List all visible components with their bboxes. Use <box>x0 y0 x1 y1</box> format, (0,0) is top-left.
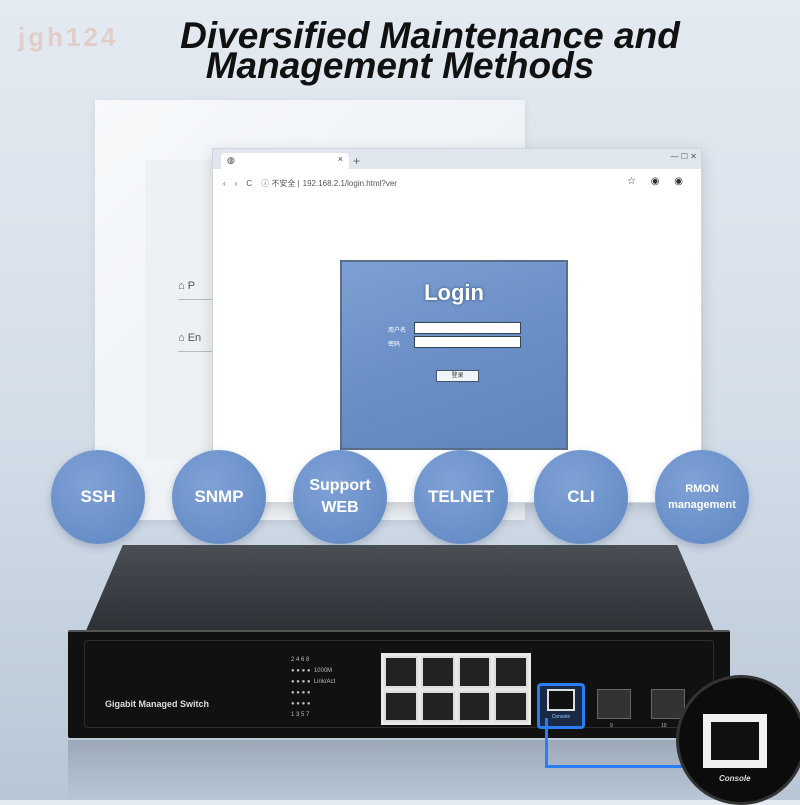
console-callout-line <box>545 718 695 768</box>
sfp-port[interactable] <box>651 689 685 719</box>
model-label: Gigabit Managed Switch <box>105 699 210 709</box>
username-label: 用户名 <box>388 328 407 334</box>
headline-line-1: Diversified Maintenance and <box>180 15 680 56</box>
close-tab-icon[interactable]: × <box>337 154 343 164</box>
url-field[interactable]: 192.168.2.1/login.html?ver <box>302 178 397 188</box>
console-port-closeup <box>703 714 767 768</box>
address-bar: ‹ › C ⓘ 不安全 | 192.168.2.1/login.html?ver <box>213 171 701 195</box>
feature-rmon: RMON management <box>655 450 749 544</box>
login-button[interactable]: 登录 <box>436 370 479 382</box>
switch-chassis-top <box>85 545 715 633</box>
ethernet-port[interactable] <box>384 690 418 722</box>
lock-icon: ⌂ <box>178 332 185 344</box>
side-item-user: ⌂ P <box>178 280 218 300</box>
user-icon: ⌂ <box>178 280 185 292</box>
ethernet-ports <box>381 653 531 725</box>
feature-ssh: SSH <box>51 450 145 544</box>
ethernet-port[interactable] <box>494 656 528 688</box>
switch-front-panel: Gigabit Managed Switch 2 4 6 8 ● ● ● ● 1… <box>68 630 730 738</box>
password-label: 密码 <box>388 342 401 348</box>
ethernet-port[interactable] <box>384 656 418 688</box>
toolbar-icons[interactable]: ☆ ◉ ◉ <box>627 176 689 187</box>
login-panel: Login 用户名 密码 登录 <box>340 260 568 450</box>
switch-reflection <box>68 740 730 800</box>
reload-button[interactable]: C <box>246 178 253 188</box>
username-input[interactable] <box>414 322 521 334</box>
security-indicator[interactable]: ⓘ 不安全 | <box>261 178 300 188</box>
ethernet-port[interactable] <box>420 690 455 722</box>
headline-line-2: Management Methods <box>205 45 595 86</box>
switch-faceplate: Gigabit Managed Switch 2 4 6 8 ● ● ● ● 1… <box>84 640 714 729</box>
feature-web: Support WEB <box>293 450 387 544</box>
login-title: Login <box>424 280 484 305</box>
console-magnifier: Console <box>676 675 800 805</box>
sfp-label: 10 <box>661 723 667 729</box>
window-controls[interactable]: — ☐ ✕ <box>670 152 697 161</box>
ethernet-port[interactable] <box>457 656 492 688</box>
feature-telnet: TELNET <box>414 450 508 544</box>
ethernet-port[interactable] <box>457 690 492 722</box>
new-tab-button[interactable]: + <box>353 154 361 168</box>
console-closeup-label: Console <box>719 774 751 783</box>
status-leds: 2 4 6 8 ● ● ● ● 1000M ● ● ● ● Link/Act ●… <box>291 657 336 718</box>
back-button[interactable]: ‹ <box>223 178 226 188</box>
globe-icon: ◍ <box>227 155 235 165</box>
ethernet-port[interactable] <box>494 690 528 722</box>
side-item-lock: ⌂ En <box>178 332 218 352</box>
console-port[interactable] <box>547 689 575 711</box>
forward-button[interactable]: › <box>234 178 238 188</box>
browser-tab[interactable]: ◍× <box>221 153 349 169</box>
watermark: jgh124 <box>18 22 119 52</box>
sfp-port[interactable] <box>597 689 631 719</box>
ethernet-port[interactable] <box>420 656 455 688</box>
feature-snmp: SNMP <box>172 450 266 544</box>
password-input[interactable] <box>414 336 521 348</box>
tab-bar: ◍× + — ☐ ✕ <box>213 149 701 169</box>
feature-cli: CLI <box>534 450 628 544</box>
sfp-label: 9 <box>610 723 613 729</box>
